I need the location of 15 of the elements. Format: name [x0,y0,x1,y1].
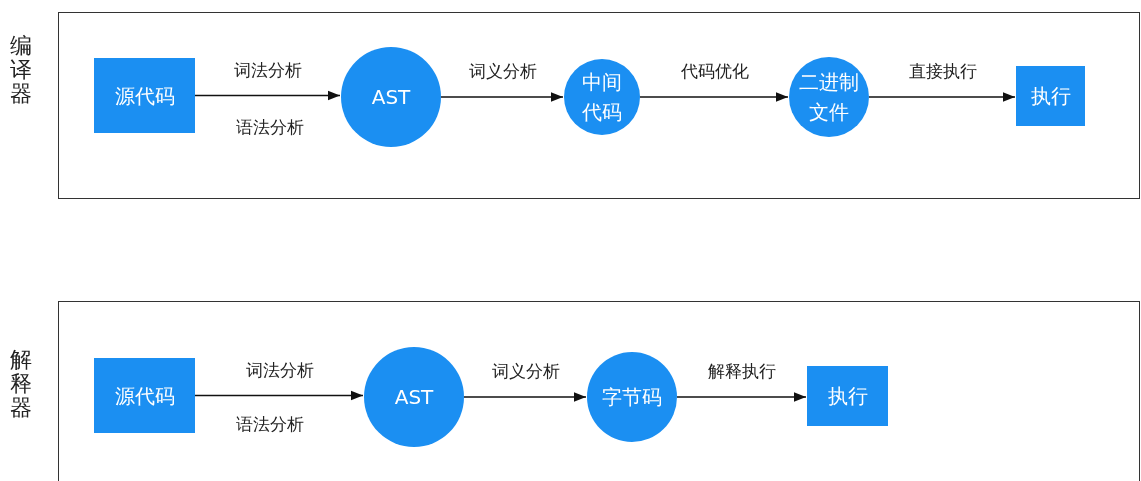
arrow [868,92,1016,102]
arrow [639,92,789,102]
arrow [676,392,807,402]
step-note: 语法分析 [236,116,304,139]
process-box: 执行 [807,366,888,426]
panel-heading: 解释器 [10,348,32,421]
process-box: 源代码 [94,358,195,433]
arrow [194,390,364,401]
arrow [194,90,341,101]
process-box: 源代码 [94,58,195,133]
step-note: 语法分析 [236,413,304,436]
arrow [440,92,564,102]
arrow [463,392,587,402]
panel-heading: 编译器 [10,34,32,107]
process-box: 执行 [1016,66,1085,126]
